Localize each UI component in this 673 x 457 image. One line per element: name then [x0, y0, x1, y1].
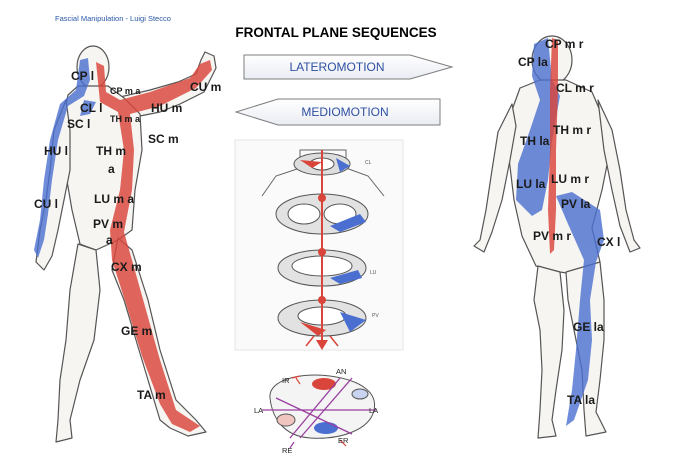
label-pelvis-er: ER	[338, 436, 349, 445]
label-cp-ma: CP m a	[110, 86, 141, 96]
label-pv-m-a: a	[106, 233, 113, 247]
lateromotion-arrow	[243, 54, 454, 80]
back-latero-band	[516, 38, 604, 426]
label-center-cl: CL	[365, 160, 372, 166]
label-cu-l: CU l	[34, 197, 58, 211]
label-pv-mr: PV m r	[533, 229, 572, 243]
label-ge-la: GE la	[573, 320, 604, 334]
label-cp-mr: CP m r	[545, 37, 584, 51]
pelvis-panel	[262, 374, 376, 449]
center-panel	[234, 139, 404, 351]
back-medio-band	[548, 38, 558, 254]
label-cl-mr: CL m r	[556, 81, 594, 95]
label-pelvis-la-left: LA	[254, 406, 264, 415]
page-title: FRONTAL PLANE SEQUENCES	[235, 25, 437, 40]
label-cp-l: CP l	[71, 69, 95, 83]
label-th-mr: TH m r	[553, 123, 592, 137]
label-ta-la: TA la	[567, 393, 596, 407]
label-pv-la: PV la	[561, 197, 591, 211]
label-ge-m: GE m	[121, 324, 153, 338]
front-latero-band	[34, 58, 96, 258]
label-th-m: TH m	[96, 144, 126, 158]
lateromotion-label: LATEROMOTION	[289, 60, 385, 74]
label-th-ma: TH m a	[110, 114, 141, 124]
label-cp-la: CP la	[518, 55, 548, 69]
label-pelvis-re: RE	[282, 446, 293, 455]
label-th-la: TH la	[520, 134, 550, 148]
label-hu-m: HU m	[151, 101, 183, 115]
label-lu-la: LU la	[516, 177, 546, 191]
label-pelvis-an: AN	[336, 367, 347, 376]
label-cu-m: CU m	[190, 80, 222, 94]
credit-text: Fascial Manipulation - Luigi Stecco	[55, 14, 171, 23]
label-lu-ma: LU m a	[94, 192, 135, 206]
label-pelvis-la-right: LA	[369, 406, 379, 415]
label-sc-l: SC l	[67, 117, 91, 131]
front-medio-band	[96, 60, 212, 432]
label-pelvis-ir: IR	[282, 376, 290, 385]
label-sc-m: SC m	[148, 132, 179, 146]
mediomotion-arrow	[234, 98, 441, 126]
label-hu-l: HU l	[44, 144, 68, 158]
label-ta-m: TA m	[137, 388, 166, 402]
label-cl-l: CL l	[80, 101, 103, 115]
label-pv-m: PV m	[93, 217, 124, 231]
label-lu-mr: LU m r	[551, 172, 590, 186]
label-cx-l: CX l	[597, 235, 621, 249]
label-th-m-a: a	[108, 162, 115, 176]
label-cx-m: CX m	[111, 260, 142, 274]
label-center-pv: PV	[372, 313, 379, 319]
label-center-lu: LU	[370, 270, 377, 276]
mediomotion-label: MEDIOMOTION	[301, 105, 389, 119]
